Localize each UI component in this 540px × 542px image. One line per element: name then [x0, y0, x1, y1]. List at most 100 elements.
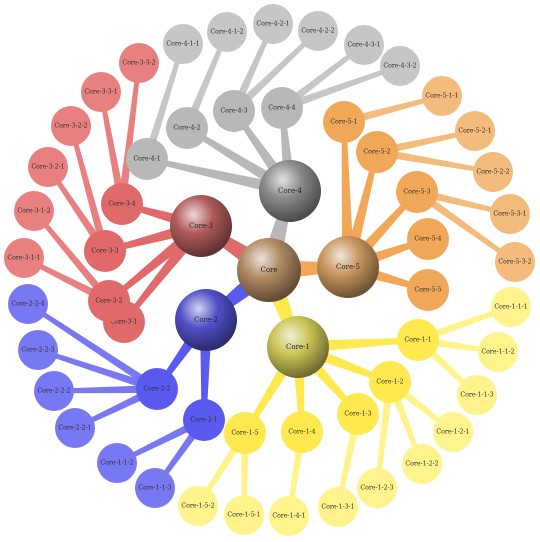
core-2-2-to-leaf-connector	[37, 347, 159, 393]
leaf-node: Core-1-1-2	[97, 443, 137, 483]
core-1-2-to-leaf-connector	[374, 381, 394, 489]
topic-node-core-2: Core-2	[175, 289, 237, 351]
central-node: Core	[237, 238, 301, 302]
leaf-node: Core-5-2-2	[473, 152, 513, 192]
leaf-node-label: Core-5-2-1	[458, 128, 491, 135]
subtopic-node-label: Core-3-3	[91, 248, 118, 255]
leaf-node-circle	[380, 46, 420, 86]
leaf-node: Core-3-3-1	[81, 72, 121, 112]
core-2-2-to-leaf-connector	[53, 385, 158, 394]
leaf-node: Core-1-1-1	[491, 287, 531, 327]
subtopic-node-core-1-4: Core-1-4	[281, 411, 323, 453]
core-4-to-core-4-1-connector	[146, 156, 292, 197]
subtopic-node-circle	[183, 399, 225, 441]
leaf-node-circle	[97, 443, 137, 483]
leaf-node: Core-1-1-2	[478, 332, 518, 372]
subtopic-node-core-5-5: Core-5-5	[407, 269, 449, 311]
leaf-node-label: Core-3-1-1	[7, 255, 40, 262]
leaf-node-circle	[8, 284, 48, 324]
leaf-node: Core-5-3-1	[490, 194, 530, 234]
leaf-node: Core-1-3-1	[318, 487, 358, 527]
core-4-4-to-leaf-connector	[280, 63, 401, 112]
leaf-node-circle	[491, 287, 531, 327]
leaf-node-label: Core-1-2-2	[405, 461, 438, 468]
topic-node-label: Core-3	[189, 222, 213, 230]
leaf-node-circle	[18, 330, 58, 370]
subtopic-node-circle	[281, 411, 323, 453]
topic-node-core-5: Core-5	[317, 236, 379, 298]
leaf-node-label: Core-1-1-2	[481, 349, 514, 356]
leaf-node-label: Core-3-1-2	[17, 208, 50, 215]
leaf-node-label: Core-4-1-2	[210, 29, 243, 36]
leaf-node-circle	[422, 76, 462, 116]
leaf-node-label: Core-5-3-1	[493, 211, 526, 218]
core-4-4-to-leaf-connector	[279, 43, 366, 112]
leaf-node-label: Core-2-2-1	[58, 425, 91, 432]
leaf-node: Core-3-1-1	[4, 238, 44, 278]
core-5-to-core-5-1-connector	[341, 121, 354, 268]
core-5-1-to-leaf-connector	[342, 93, 443, 126]
core-1-1-to-leaf-connector	[416, 304, 512, 344]
leaf-node: Core-5-1-1	[422, 76, 462, 116]
core-2-1-to-leaf-connector	[116, 416, 206, 465]
core-4-2-to-leaf-connector	[183, 31, 230, 130]
subtopic-node-label: Core-2-1	[190, 417, 217, 424]
subtopic-node-core-4-1: Core-4-1	[126, 138, 168, 180]
leaf-node-circle	[14, 191, 54, 231]
leaf-node: Core-1-2-3	[357, 468, 397, 508]
leaf-node-label: Core-4-3-1	[347, 42, 380, 49]
leaf-node: Core-5-3-2	[495, 242, 535, 282]
subtopic-node-circle	[396, 171, 438, 213]
core-4-1-to-leaf-connector	[143, 43, 186, 161]
leaf-node-circle	[163, 24, 203, 64]
subtopic-node-label: Core-4-3	[220, 108, 247, 115]
topic-node-sphere	[170, 195, 232, 257]
leaf-node-circle	[178, 486, 218, 526]
subtopic-node-label: Core-4-1	[133, 156, 160, 163]
leaf-node: Core-4-1-2	[207, 12, 247, 52]
subtopic-node-core-5-2: Core-5-2	[356, 131, 398, 173]
subtopic-node-label: Core-5-1	[330, 119, 357, 126]
subtopic-node-label: Core-4-2	[173, 125, 200, 132]
leaf-node-label: Core-5-1-1	[425, 93, 458, 100]
leaf-node-layer: Core-1-1-1Core-1-1-2Core-1-1-3Core-1-2-1…	[4, 4, 535, 536]
leaf-node-circle	[81, 72, 121, 112]
core-4-3-to-leaf-connector	[231, 29, 320, 114]
subtopic-node-core-5-3: Core-5-3	[396, 171, 438, 213]
leaf-node: Core-4-1-1	[163, 24, 203, 64]
leaf-node: Core-1-2-1	[433, 412, 473, 452]
core-2-2-to-leaf-connector	[26, 302, 160, 393]
subtopic-node-label: Core-1-2	[376, 379, 403, 386]
leaf-node: Core-2-2-2	[34, 371, 74, 411]
topic-node-core-4: Core-4	[259, 160, 321, 222]
leaf-node-circle	[478, 332, 518, 372]
subtopic-node-core-1-1: Core-1-1	[397, 319, 439, 361]
leaf-node-label: Core-1-2-1	[436, 429, 469, 436]
core-3-4-to-leaf-connector	[118, 62, 142, 205]
leaf-node-circle	[269, 496, 309, 536]
topic-node-core-1: Core-1	[267, 316, 329, 378]
subtopic-node-label: Core-5-2	[363, 149, 390, 156]
leaf-node: Core-4-3-1	[344, 25, 384, 65]
leaf-node-label: Core-1-4-1	[272, 513, 305, 520]
subtopic-node-label: Core-1-3	[344, 411, 371, 418]
leaf-node-label: Core-3-2-1	[31, 164, 64, 171]
topic-node-core-3: Core-3	[170, 195, 232, 257]
subtopic-node-circle	[261, 87, 303, 129]
core-3-3-to-leaf-connector	[68, 125, 109, 253]
leaf-node: Core-1-1-3	[457, 375, 497, 415]
leaf-node: Core-1-1-3	[135, 468, 175, 508]
topic-node-sphere	[175, 289, 237, 351]
subtopic-node-circle	[356, 131, 398, 173]
subtopic-node-label: Core-4-4	[268, 105, 295, 112]
subtopic-node-label: Core-1-1	[404, 337, 431, 344]
central-node-sphere	[237, 238, 301, 302]
leaf-node-label: Core-3-2-2	[54, 123, 87, 130]
subtopic-node-core-3-4: Core-3-4	[101, 183, 143, 225]
core-5-2-to-leaf-connector	[376, 128, 476, 156]
subtopic-node-label: Core-2-2	[143, 386, 170, 393]
topic-node-sphere	[267, 316, 329, 378]
leaf-node-label: Core-4-3-2	[383, 63, 416, 70]
leaf-node-circle	[357, 468, 397, 508]
